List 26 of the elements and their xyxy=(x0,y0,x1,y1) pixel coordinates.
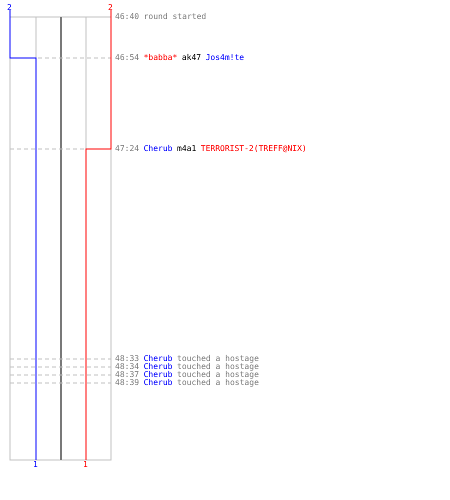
event-text: touched a hostage xyxy=(177,378,259,387)
player-name: *babba* xyxy=(144,53,178,62)
event-text: ak47 xyxy=(182,53,202,62)
player-count: 2 xyxy=(7,3,12,12)
event-text: round started xyxy=(144,12,206,21)
player-count: 1 xyxy=(33,460,38,469)
timestamp: 47:24 xyxy=(115,144,140,153)
timestamp: 46:54 xyxy=(115,53,140,62)
player-count: 1 xyxy=(83,460,88,469)
player-name: TERRORIST-2(TREFF@NIX) xyxy=(200,144,307,153)
event-text: m4a1 xyxy=(177,144,196,153)
event-text: touched a hostage xyxy=(177,370,259,379)
player-name: Cherub xyxy=(144,370,172,379)
timestamp: 48:37 xyxy=(115,370,140,379)
event-text: touched a hostage xyxy=(177,362,259,371)
player-name: Cherub xyxy=(144,378,172,387)
timestamp: 48:39 xyxy=(115,378,140,387)
player-name: Jos4m!te xyxy=(206,53,244,62)
event-text: touched a hostage xyxy=(177,354,259,363)
timestamp: 48:34 xyxy=(115,362,140,371)
timestamp: 48:33 xyxy=(115,354,140,363)
player-count: 2 xyxy=(108,3,113,12)
player-name: Cherub xyxy=(144,362,172,371)
timestamp: 46:40 xyxy=(115,12,140,21)
player-name: Cherub xyxy=(144,144,172,153)
player-name: Cherub xyxy=(144,354,172,363)
